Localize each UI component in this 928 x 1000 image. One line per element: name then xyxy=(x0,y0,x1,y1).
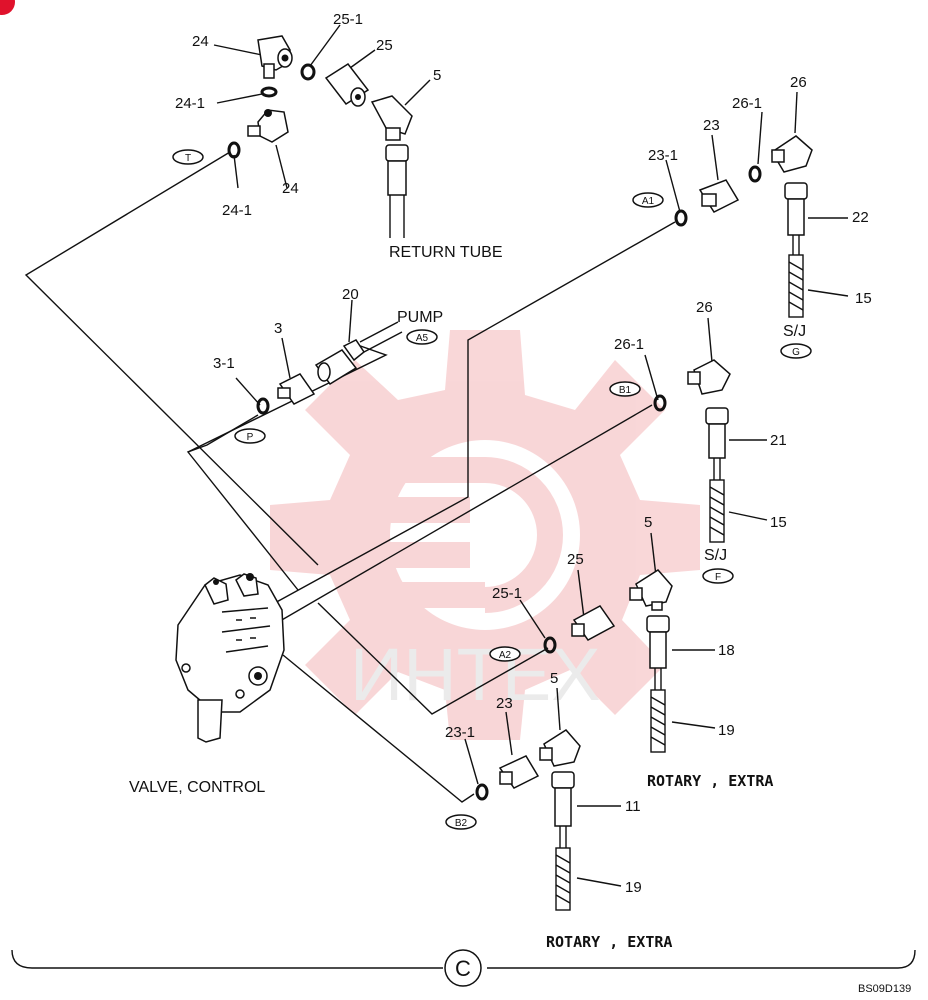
part-label: 24 xyxy=(192,33,209,50)
bubble-b2: B2 xyxy=(445,814,477,830)
caption-rotary-extra-2: ROTARY , EXTRA xyxy=(546,933,672,951)
hose-20-pump xyxy=(314,321,403,386)
svg-text:P: P xyxy=(247,432,254,443)
bubble-f: F xyxy=(702,568,734,584)
caption-sj-f: S/J xyxy=(704,547,727,564)
part-label: 26 xyxy=(696,299,713,316)
elbow-fitting-5-b2 xyxy=(539,729,581,767)
part-label: 11 xyxy=(625,798,641,815)
elbow-fitting-24-top xyxy=(257,35,293,79)
part-label: 15 xyxy=(770,514,787,531)
part-label: 24-1 xyxy=(222,202,252,219)
part-label: 20 xyxy=(342,286,359,303)
adapter-25-a2 xyxy=(571,605,616,641)
caption-valve-control: VALVE, CONTROL xyxy=(129,779,265,796)
svg-text:F: F xyxy=(715,572,721,583)
svg-text:B2: B2 xyxy=(455,818,468,829)
oring-26-1-b1 xyxy=(653,394,667,412)
bubble-b1: B1 xyxy=(609,381,641,397)
part-label: 26 xyxy=(790,74,807,91)
bubble-a2: A2 xyxy=(489,646,521,662)
part-label: 25 xyxy=(376,37,393,54)
hose-22-15 xyxy=(784,182,808,318)
oring-23-1-b2 xyxy=(475,783,489,801)
bubble-p: P xyxy=(234,428,266,444)
part-label: 23 xyxy=(496,695,513,712)
part-label: 15 xyxy=(855,290,872,307)
svg-text:T: T xyxy=(185,153,191,164)
bubble-g: G xyxy=(780,343,812,359)
part-label: 22 xyxy=(852,209,869,226)
drawing-code: BS09D139 xyxy=(858,983,911,995)
control-valve xyxy=(175,573,285,743)
watermark-gear: ИНТЕХ xyxy=(270,330,700,740)
oring-24-1-side xyxy=(227,141,241,159)
caption-rotary-extra-1: ROTARY , EXTRA xyxy=(647,772,773,790)
part-label: 26-1 xyxy=(732,95,762,112)
oring-3-1 xyxy=(256,397,270,415)
part-label: 5 xyxy=(550,670,558,687)
oring-25-1 xyxy=(300,63,316,81)
hose-18-19 xyxy=(646,615,670,753)
caption-sj-g: S/J xyxy=(783,323,806,340)
elbow-fitting-5-a2 xyxy=(629,569,673,611)
part-label: 18 xyxy=(718,642,735,659)
section-marker: C xyxy=(455,956,471,981)
bubble-a5: A5 xyxy=(406,329,438,345)
part-label: 24 xyxy=(282,180,299,197)
elbow-fitting-5-top xyxy=(370,95,413,141)
hose-21-15 xyxy=(705,407,729,543)
adapter-25 xyxy=(324,62,370,107)
oring-24-1-top xyxy=(260,86,278,98)
oring-26-1-a1 xyxy=(748,165,762,183)
svg-text:A2: A2 xyxy=(499,650,512,661)
part-label: 3 xyxy=(274,320,282,337)
part-label: 19 xyxy=(718,722,735,739)
bubble-t: T xyxy=(172,149,204,165)
part-label: 25-1 xyxy=(333,11,363,28)
svg-text:A5: A5 xyxy=(416,333,429,344)
part-label: 5 xyxy=(644,514,652,531)
part-label: 23 xyxy=(703,117,720,134)
part-label: 21 xyxy=(770,432,787,449)
leader-lines xyxy=(213,24,849,887)
caption-pump: PUMP xyxy=(397,309,443,326)
oring-25-1-a2 xyxy=(543,636,557,654)
watermark-text: ИНТЕХ xyxy=(350,633,601,716)
part-label: 3-1 xyxy=(213,355,235,372)
part-label: 23-1 xyxy=(445,724,475,741)
part-label: 19 xyxy=(625,879,642,896)
caption-return-tube: RETURN TUBE xyxy=(389,244,503,261)
part-label: 26-1 xyxy=(614,336,644,353)
svg-text:B1: B1 xyxy=(619,385,632,396)
return-tube xyxy=(385,144,409,238)
bubble-a1: A1 xyxy=(632,192,664,208)
part-label: 25-1 xyxy=(492,585,522,602)
adapter-23-b2 xyxy=(498,755,540,789)
adapter-23-a1 xyxy=(698,179,740,213)
part-label: 23-1 xyxy=(648,147,678,164)
part-label: 24-1 xyxy=(175,95,205,112)
part-labels: 24 25-1 25 5 24-1 24 24-1 26 26-1 23 23-… xyxy=(175,11,872,896)
part-label: 25 xyxy=(567,551,584,568)
svg-text:A1: A1 xyxy=(642,196,655,207)
section-bracket: C xyxy=(11,949,916,987)
oring-23-1-a1 xyxy=(674,209,688,227)
elbow-fitting-24-mid xyxy=(247,109,289,143)
svg-text:G: G xyxy=(792,347,800,358)
routing-lines xyxy=(24,151,676,803)
hose-11-19 xyxy=(551,771,575,911)
corner-badge xyxy=(0,0,15,15)
adapter-3 xyxy=(277,373,316,405)
port-bubbles: T A1 A5 B1 P G F A2 B2 xyxy=(172,149,812,830)
part-label: 5 xyxy=(433,67,441,84)
elbow-fitting-26-a1 xyxy=(770,135,813,173)
elbow-fitting-26-b1 xyxy=(687,359,731,395)
